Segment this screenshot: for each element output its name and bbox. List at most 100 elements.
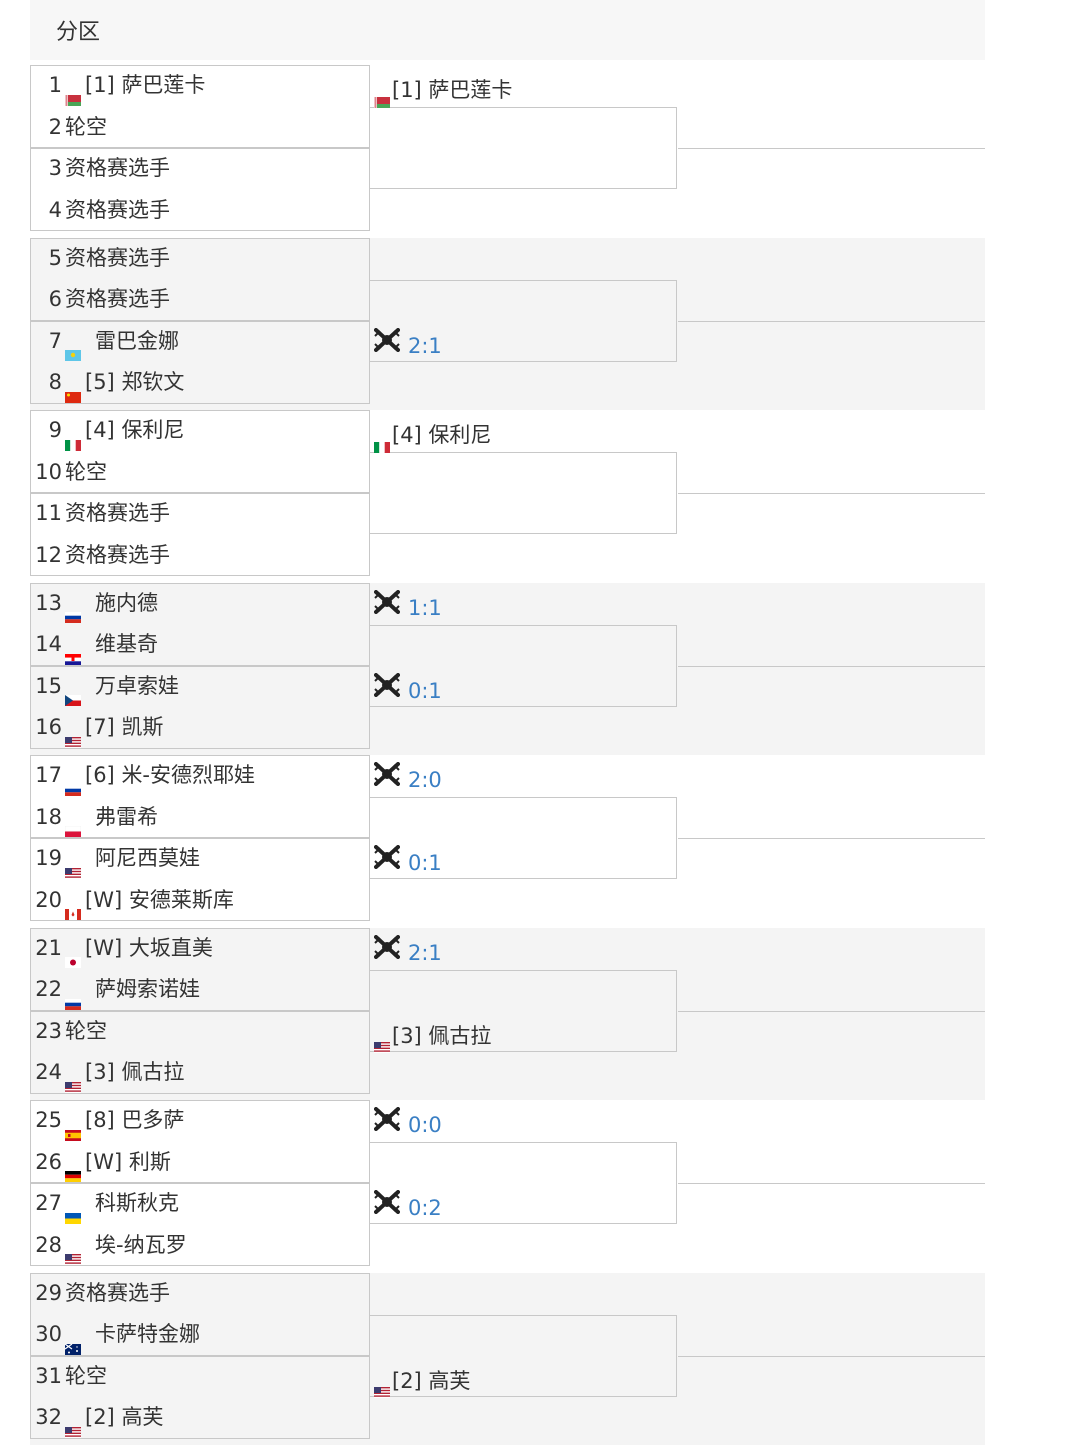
player-row[interactable]: 26[W] 利斯 <box>30 1142 171 1182</box>
player-row[interactable]: 1[1] 萨巴莲卡 <box>30 65 205 106</box>
player-seed-number: 31 <box>35 1363 62 1388</box>
head-to-head-link[interactable]: 0:1 <box>374 672 442 708</box>
section-header: 分区 <box>30 0 985 60</box>
round2-player-name: [1] 萨巴莲卡 <box>392 78 513 102</box>
head-to-head-link[interactable]: 2:0 <box>374 762 442 797</box>
player-seed-number: 27 <box>35 1191 62 1215</box>
flag-us-icon <box>65 721 81 748</box>
match-box-r1 <box>30 237 370 321</box>
match-box-r1 <box>30 1100 370 1183</box>
player-row[interactable]: 24[3] 佩古拉 <box>30 1052 184 1093</box>
player-name: 资格赛选手 <box>65 245 170 270</box>
flag-ru-icon <box>65 983 81 1010</box>
player-name: 资格赛选手 <box>65 542 170 567</box>
head-to-head-link[interactable]: 0:2 <box>374 1190 442 1225</box>
head-to-head-score: 1:1 <box>408 595 442 620</box>
player-name: 郑钦文 <box>121 370 185 394</box>
flag-ca-icon <box>65 893 81 920</box>
player-seed-number: 18 <box>35 804 62 829</box>
round2-player-name: [2] 高芙 <box>392 1368 471 1393</box>
round2-player-name: [4] 保利尼 <box>392 423 492 447</box>
player-seed-number: 26 <box>35 1149 62 1174</box>
round2-player[interactable]: [4] 保利尼 <box>374 418 492 453</box>
head-to-head-link[interactable]: 0:0 <box>374 1107 442 1142</box>
player-row[interactable]: 20[W] 安德莱斯库 <box>30 880 234 920</box>
player-name: 轮空 <box>65 459 107 484</box>
flag-es-icon <box>65 1114 81 1141</box>
head-to-head-link[interactable]: 0:1 <box>374 845 442 880</box>
player-row[interactable]: 7 雷巴金娜 <box>30 321 179 361</box>
player-row[interactable]: 21[W] 大坂直美 <box>30 928 213 968</box>
versus-icon <box>374 1107 400 1141</box>
flag-us-icon <box>374 1374 390 1398</box>
flag-it-icon <box>374 429 390 453</box>
block-band <box>30 1272 985 1445</box>
match-box-r1 <box>30 148 370 231</box>
player-seed: [1] <box>85 73 115 97</box>
match-box-r1 <box>30 65 370 148</box>
player-name: 米-安德烈耶娃 <box>121 763 256 787</box>
flag-us-icon <box>65 852 81 879</box>
player-seed-number: 10 <box>35 459 62 484</box>
player-seed: [7] <box>85 715 115 739</box>
player-seed: [W] <box>85 887 123 912</box>
head-to-head-score: 0:1 <box>408 851 442 875</box>
player-name: 雷巴金娜 <box>95 328 179 353</box>
player-seed-number: 14 <box>35 632 62 656</box>
player-row[interactable]: 32[2] 高芙 <box>30 1397 163 1438</box>
player-seed-number: 13 <box>35 590 62 615</box>
match-box-r1 <box>30 320 370 404</box>
player-row[interactable]: 8[5] 郑钦文 <box>30 362 185 403</box>
match-box-r1 <box>30 1010 370 1094</box>
player-seed-number: 12 <box>35 542 62 567</box>
flag-us-icon <box>65 1066 81 1093</box>
round2-player[interactable]: [2] 高芙 <box>374 1364 470 1398</box>
head-to-head-link[interactable]: 2:1 <box>374 327 442 363</box>
block-band <box>30 1100 985 1273</box>
match-box-r1 <box>30 582 370 666</box>
match-box-r1 <box>30 410 370 493</box>
match-box-r2 <box>370 452 677 534</box>
versus-icon <box>374 934 400 969</box>
player-row[interactable]: 16[7] 凯斯 <box>30 707 163 748</box>
player-row[interactable]: 9[4] 保利尼 <box>30 410 184 451</box>
head-to-head-link[interactable]: 2:1 <box>374 934 442 970</box>
flag-jp-icon <box>65 941 81 968</box>
versus-icon <box>374 589 400 624</box>
round2-player[interactable]: [3] 佩古拉 <box>374 1019 491 1053</box>
player-row[interactable]: 25[8] 巴多萨 <box>30 1100 184 1141</box>
player-row[interactable]: 17[6] 米-安德烈耶娃 <box>30 755 256 796</box>
round2-player[interactable]: [1] 萨巴莲卡 <box>374 73 513 108</box>
block-band <box>30 582 985 755</box>
block-band <box>30 65 985 238</box>
match-box-r2 <box>370 279 677 362</box>
head-to-head-link[interactable]: 1:1 <box>374 589 442 625</box>
block-band <box>30 410 985 583</box>
flag-ru-icon <box>65 769 81 796</box>
head-to-head-score: 0:1 <box>408 678 442 703</box>
head-to-head-score: 0:2 <box>408 1196 442 1220</box>
player-name: 埃-纳瓦罗 <box>95 1232 187 1257</box>
player-seed-number: 17 <box>35 763 62 787</box>
player-seed-number: 7 <box>48 328 62 353</box>
